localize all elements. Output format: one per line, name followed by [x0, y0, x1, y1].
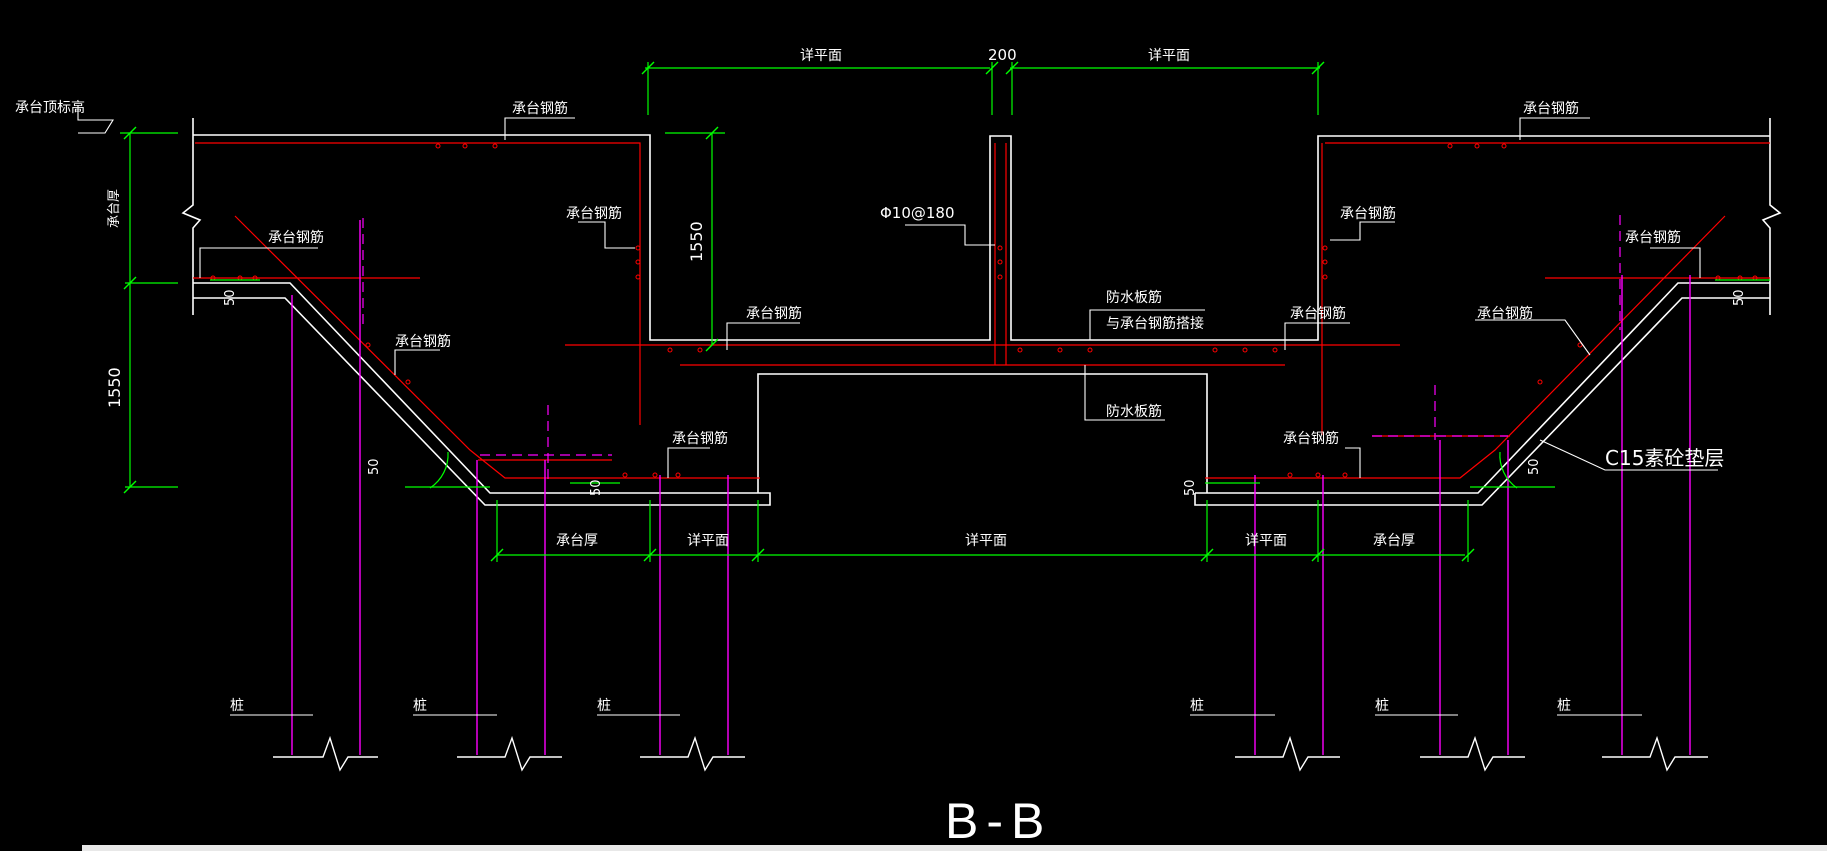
rebar-dots [210, 143, 1758, 478]
pile-centerlines [362, 215, 1621, 480]
dim-50-right-bottom: 50 [1183, 479, 1198, 496]
leader-lines [77, 105, 1718, 716]
label-cap-top-elevation: 承台顶标高 [15, 99, 85, 116]
label-pile-4: 桩 [1190, 697, 1204, 714]
label-pile-2: 桩 [413, 697, 427, 714]
label-cap-rebar-inner-right: 承台钢筋 [1340, 205, 1396, 222]
label-cap-rebar-center-right: 承台钢筋 [1290, 305, 1346, 322]
dim-50-left-bottom: 50 [589, 479, 604, 496]
label-pile-3: 桩 [597, 697, 611, 714]
label-pile-5: 桩 [1375, 697, 1389, 714]
label-cap-rebar-center-left: 承台钢筋 [746, 305, 802, 322]
dimension-texts: 详平面 200 详平面 1550 1550 承台厚 50 50 50 50 50… [105, 46, 1747, 549]
label-cap-rebar-left-step: 承台钢筋 [268, 229, 324, 246]
dim-50-right-top: 50 [1732, 289, 1747, 306]
dim-detail-plan-bottom-right: 详平面 [1245, 533, 1287, 549]
label-cap-rebar-bottom-left: 承台钢筋 [672, 430, 728, 447]
dim-detail-plan-bottom-left: 详平面 [687, 533, 729, 549]
dim-cap-thickness-left: 承台厚 [556, 533, 598, 549]
label-rebar-spec: Φ10@180 [880, 204, 955, 222]
label-cap-rebar-slope-left: 承台钢筋 [395, 333, 451, 350]
label-cap-rebar-top-left: 承台钢筋 [512, 100, 568, 117]
label-cushion: C15素砼垫层 [1605, 446, 1724, 470]
label-waterproof-rebar-bottom: 防水板筋 [1106, 403, 1162, 420]
piles [291, 220, 1691, 755]
label-waterproof-rebar-top: 防水板筋 [1106, 289, 1162, 306]
label-cap-rebar-inner-left: 承台钢筋 [566, 205, 622, 222]
dim-detail-plan-top-right: 详平面 [1148, 48, 1190, 64]
concrete-outline [181, 118, 1782, 506]
dim-50-left-top: 50 [223, 289, 238, 306]
rebar-lines [193, 142, 1770, 479]
dim-height-center: 1550 [687, 221, 706, 262]
dimension-lines [120, 62, 1770, 562]
label-cap-rebar-slope-right: 承台钢筋 [1477, 305, 1533, 322]
dim-detail-plan-top-left: 详平面 [800, 48, 842, 64]
pile-break-marks [273, 735, 1708, 772]
label-waterproof-lap: 与承台钢筋搭接 [1106, 315, 1204, 332]
section-title: B-B [945, 793, 1052, 849]
annotation-texts: 承台顶标高 承台钢筋 承台钢筋 承台钢筋 承台钢筋 承台钢筋 承台钢筋 Φ10@… [15, 99, 1724, 714]
dim-50-left-slope: 50 [367, 458, 382, 475]
dim-detail-plan-bottom-center: 详平面 [965, 533, 1007, 549]
dim-center-gap: 200 [988, 46, 1017, 64]
dim-50-right-slope: 50 [1527, 458, 1542, 475]
label-cap-rebar-bottom-right: 承台钢筋 [1283, 430, 1339, 447]
dim-cap-thickness-vertical: 承台厚 [107, 189, 122, 228]
status-bar [82, 845, 1827, 851]
dim-cap-thickness-right: 承台厚 [1373, 533, 1415, 549]
dim-height-left: 1550 [105, 367, 124, 408]
label-pile-1: 桩 [230, 697, 244, 714]
label-cap-rebar-right-step: 承台钢筋 [1625, 229, 1681, 246]
dimension-ticks [123, 61, 1475, 562]
label-pile-6: 桩 [1557, 697, 1571, 714]
label-cap-rebar-top-right: 承台钢筋 [1523, 100, 1579, 117]
